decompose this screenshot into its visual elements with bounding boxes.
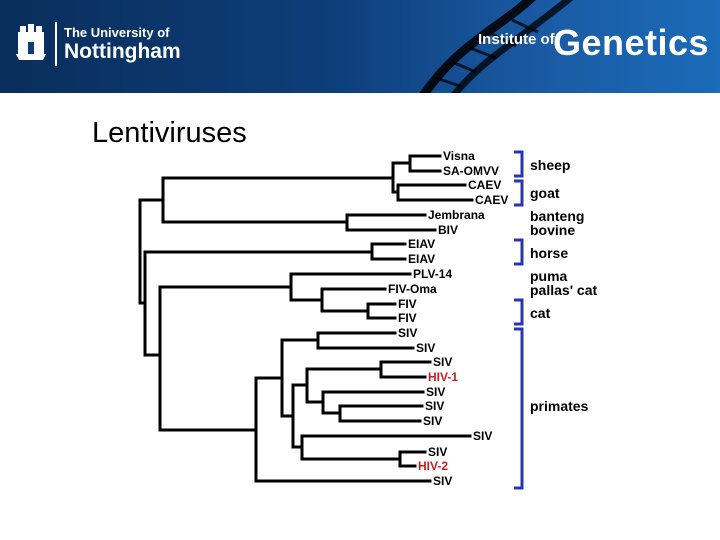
institute-prefix: Institute of — [478, 31, 555, 48]
university-name-line2: Nottingham — [64, 40, 181, 63]
host-label-pallas-cat: pallas' cat — [530, 282, 597, 298]
tree-branches — [138, 154, 474, 483]
leaf-label: CAEV — [468, 178, 501, 192]
branch-fiv-oma — [320, 287, 387, 313]
leaf-label: SIV — [426, 385, 445, 399]
leaf-label: SIV — [428, 445, 447, 459]
branch-equine-etc — [143, 250, 374, 357]
leaf-label: Visna — [443, 149, 475, 163]
leaf-label: SIV — [425, 399, 444, 413]
host-label-horse: horse — [530, 245, 568, 261]
university-name: The University of Nottingham — [64, 26, 181, 62]
leaf-label: SA-OMVV — [443, 164, 499, 178]
leaf-label: FIV-Oma — [388, 282, 437, 296]
host-label-banteng: banteng — [530, 208, 584, 224]
leaf-label: SIV — [433, 355, 452, 369]
slide-title: Lentiviruses — [92, 117, 247, 149]
host-labels: sheep goat banteng bovine horse puma pal… — [530, 157, 597, 414]
leaf-label: BIV — [438, 223, 458, 237]
branch-primate-inner — [280, 338, 320, 418]
branch-hiv1 — [379, 360, 432, 379]
bracket-primates — [514, 327, 524, 490]
leaf-label: Jembrana — [428, 208, 485, 222]
branch-hiv1-group — [305, 367, 383, 404]
leaf-label: FIV — [398, 297, 417, 311]
branch-eiav — [370, 242, 407, 261]
host-label-puma: puma — [530, 268, 568, 284]
leaf-label: CAEV — [475, 193, 508, 207]
leaf-label: EIAV — [408, 252, 435, 266]
university-name-line1: The University of — [64, 25, 170, 40]
bracket-horse — [514, 238, 524, 266]
dna-helix-icon — [419, 0, 574, 93]
leaf-label: SIV — [398, 326, 417, 340]
branch-caev — [396, 183, 474, 202]
host-brackets — [514, 150, 524, 490]
institute-name: Genetics — [553, 22, 710, 63]
leaf-label-highlight: HIV-2 — [418, 459, 448, 473]
leaf-label: FIV — [398, 311, 417, 325]
leaf-label: SIV — [473, 429, 492, 443]
leaf-label: SIV — [416, 341, 435, 355]
bracket-cat — [514, 298, 524, 326]
bracket-goat — [514, 179, 524, 207]
host-label-bovine: bovine — [530, 222, 575, 238]
branch-siv-hiv-core — [291, 383, 309, 449]
branch-jembrana-biv — [345, 213, 437, 232]
branch-root — [138, 198, 165, 305]
leaf-label: SIV — [433, 474, 452, 488]
leaf-label: PLV-14 — [413, 267, 452, 281]
host-label-cat: cat — [530, 305, 551, 321]
leaf-label: SIV — [423, 414, 442, 428]
host-label-sheep: sheep — [530, 157, 570, 173]
leaf-label-highlight: HIV-1 — [428, 370, 458, 384]
bracket-sheep — [514, 150, 524, 178]
branch-feline-primate — [158, 285, 293, 432]
header-banner: The University of Nottingham Institute o… — [0, 0, 720, 93]
university-crest-icon — [16, 24, 46, 60]
host-label-goat: goat — [530, 185, 560, 201]
host-label-primates: primates — [530, 398, 589, 414]
branch-small-ruminant — [391, 161, 412, 194]
branch-siv-pair-1 — [338, 404, 424, 423]
branch-siv-pair-2 — [321, 390, 425, 415]
branch-visna-saomvv — [408, 154, 442, 173]
tree-leaf-labels: Visna SA-OMVV CAEV CAEV Jembrana BIV EIA… — [388, 149, 508, 488]
logo-divider — [55, 22, 57, 66]
leaf-label: EIAV — [408, 237, 435, 251]
branch-fiv — [366, 302, 397, 320]
